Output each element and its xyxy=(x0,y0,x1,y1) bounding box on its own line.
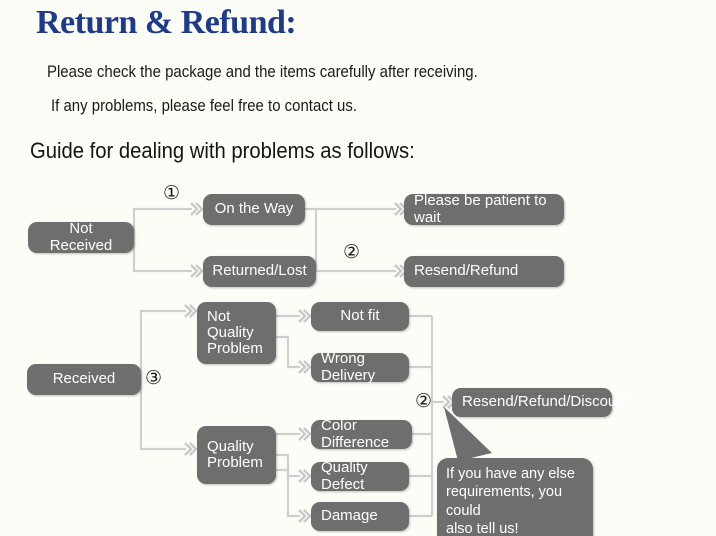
callout-tail xyxy=(444,407,492,461)
node-not-fit[interactable]: Not fit xyxy=(311,302,409,331)
node-quality-problem[interactable]: Quality Problem xyxy=(197,426,276,484)
node-color-difference[interactable]: Color Difference xyxy=(311,418,412,450)
node-not-received[interactable]: Not Received xyxy=(28,221,134,253)
node-on-the-way[interactable]: On the Way xyxy=(203,194,305,225)
guide-heading: Guide for dealing with problems as follo… xyxy=(30,138,415,163)
intro-line-2: If any problems, please feel free to con… xyxy=(51,96,358,115)
node-quality-defect[interactable]: Quality Defect xyxy=(311,460,409,492)
node-received[interactable]: Received xyxy=(27,364,141,395)
step-marker-2-top: ② xyxy=(343,242,361,263)
node-returned-lost[interactable]: Returned/Lost xyxy=(203,256,316,287)
step-marker-2-bottom: ② xyxy=(415,391,433,412)
node-resend-refund-discount[interactable]: Resend/Refund/Discount xyxy=(452,388,629,417)
node-please-be-patient-to-wait[interactable]: Please be patient to wait xyxy=(404,193,564,225)
node-not-quality-problem[interactable]: Not Quality Problem xyxy=(197,302,276,364)
step-marker-1: ① xyxy=(163,183,181,204)
node-damage[interactable]: Damage xyxy=(311,502,409,531)
node-wrong-delivery[interactable]: Wrong Delivery xyxy=(311,351,409,383)
callout-bubble: If you have any else requirements, you c… xyxy=(437,458,593,536)
intro-line-1: Please check the package and the items c… xyxy=(47,62,478,81)
node-resend-refund[interactable]: Resend/Refund xyxy=(404,256,564,287)
page-title: Return & Refund: xyxy=(36,4,297,41)
step-marker-3: ③ xyxy=(145,368,163,389)
